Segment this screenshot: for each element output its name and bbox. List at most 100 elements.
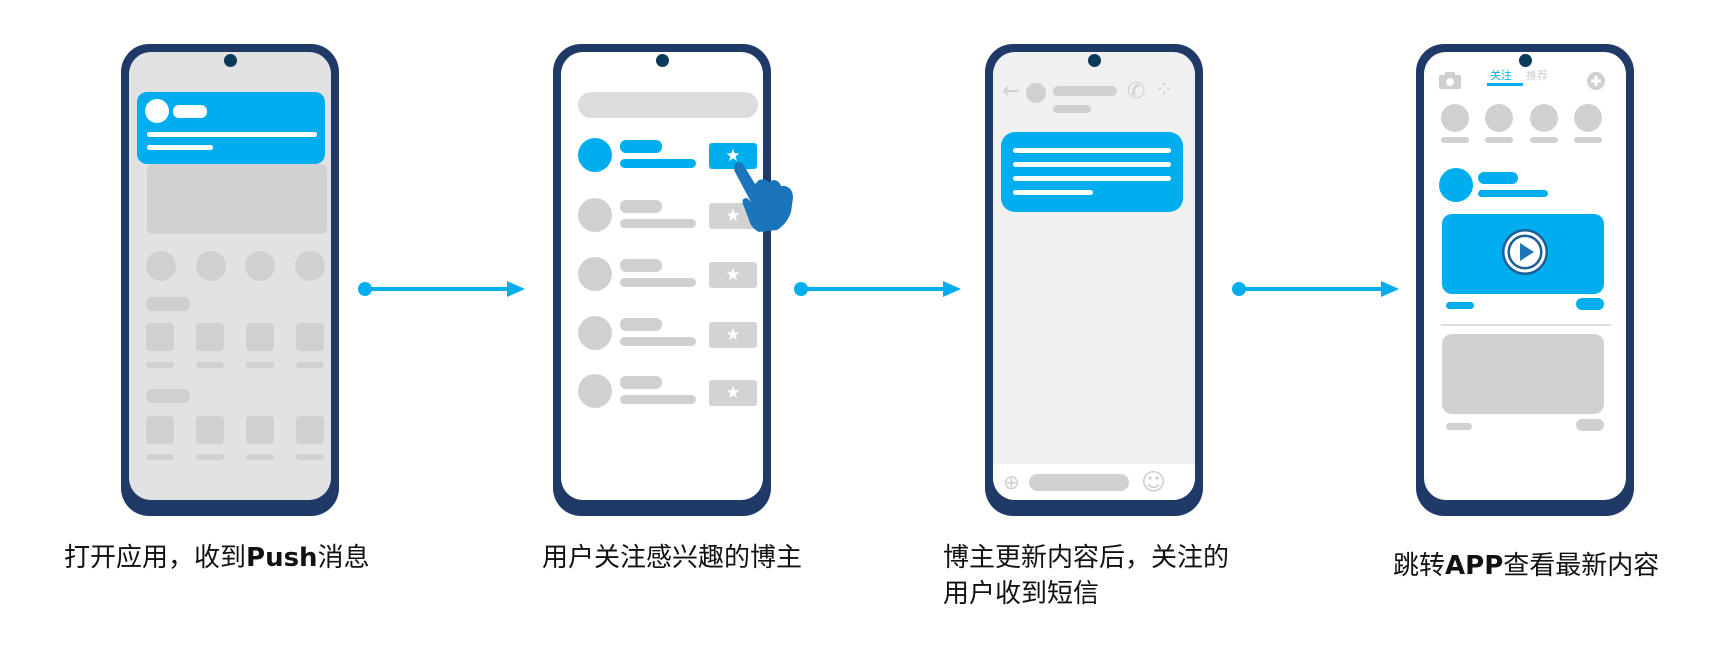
camera-notch (1087, 54, 1101, 67)
caption-text: 查看最新内容 (1503, 551, 1660, 581)
notification-text-line (147, 132, 317, 137)
blogger-desc-placeholder (620, 395, 696, 404)
sms-text-line (1013, 190, 1093, 195)
plus-circle-icon[interactable] (1587, 72, 1605, 90)
tab-active-underline (1487, 83, 1523, 86)
blogger-desc-placeholder (620, 337, 696, 346)
phone-step-2: ★ ★ ★ ★ ★ (553, 44, 771, 516)
next-post-placeholder (1442, 334, 1604, 414)
app-icon-placeholder (295, 251, 325, 281)
follow-button[interactable]: ★ (709, 143, 757, 169)
caption-text: 用户关注感兴趣的博主 (542, 543, 803, 573)
sms-text-line (1013, 176, 1171, 181)
blogger-name-placeholder (620, 376, 662, 389)
pointing-hand-icon (734, 162, 793, 232)
flow-arrow (1232, 281, 1399, 297)
blogger-name-placeholder (620, 140, 662, 153)
camera-icon[interactable] (1439, 72, 1461, 89)
notification-title-placeholder (173, 105, 207, 118)
grid-item-placeholder (246, 416, 274, 444)
followed-avatar[interactable] (1574, 104, 1602, 132)
blogger-name-placeholder (620, 318, 662, 331)
step-4-caption: 跳转APP查看最新内容 (1393, 548, 1659, 584)
step-2-caption: 用户关注感兴趣的博主 (542, 540, 802, 576)
grid-item-placeholder (296, 323, 324, 351)
sms-text-line (1013, 162, 1171, 167)
post-author-name-placeholder (1478, 172, 1518, 184)
followed-avatar[interactable] (1441, 104, 1469, 132)
avatar-label-placeholder (1574, 137, 1602, 143)
follow-button[interactable]: ★ (709, 262, 757, 288)
blogger-avatar (578, 257, 612, 291)
grid-label-placeholder (146, 454, 174, 460)
flow-arrow (358, 281, 525, 297)
avatar-label-placeholder (1530, 137, 1558, 143)
grid-item-placeholder (246, 323, 274, 351)
divider (1441, 324, 1611, 326)
app-icon-placeholder (146, 251, 176, 281)
phone-screen: 关注 推荐 (1424, 52, 1626, 500)
video-action-placeholder (1576, 298, 1604, 310)
grid-label-placeholder (246, 362, 274, 368)
caption-text: 消息 (317, 543, 370, 573)
phone-step-3: ← ✆ ⁘ ⊕ ☺ (985, 44, 1203, 516)
phone-screen: ★ ★ ★ ★ ★ (561, 52, 763, 500)
tab-recommended[interactable]: 推荐 (1526, 69, 1548, 82)
phone-screen: ← ✆ ⁘ ⊕ ☺ (993, 52, 1195, 500)
phone-step-4: 关注 推荐 (1416, 44, 1634, 516)
caption-text: 打开应用，收到 (64, 543, 247, 573)
phone-call-icon[interactable]: ✆ (1127, 79, 1146, 104)
grid-item-placeholder (296, 416, 324, 444)
push-notification (137, 92, 325, 164)
grid-label-placeholder (146, 362, 174, 368)
caption-bold-text: Push (246, 543, 318, 573)
section-label-placeholder (146, 389, 190, 403)
contact-name-placeholder (1053, 86, 1117, 96)
avatar-label-placeholder (1485, 137, 1513, 143)
phone-screen (129, 52, 331, 500)
sms-message-bubble (1001, 132, 1183, 212)
grid-label-placeholder (196, 454, 224, 460)
caption-line: 博主更新内容后，关注的 (943, 543, 1230, 573)
caption-bold-text: APP (1445, 551, 1504, 581)
sms-text-line (1013, 148, 1171, 153)
app-icon-placeholder (245, 251, 275, 281)
message-input-field[interactable] (1029, 474, 1129, 491)
post-author-desc-placeholder (1478, 190, 1548, 197)
add-icon[interactable]: ⊕ (1003, 470, 1020, 494)
blogger-avatar (578, 374, 612, 408)
tab-following[interactable]: 关注 (1490, 69, 1512, 82)
avatar-label-placeholder (1441, 137, 1469, 143)
followed-avatar[interactable] (1485, 104, 1513, 132)
app-icon-placeholder (196, 251, 226, 281)
back-icon[interactable]: ← (1002, 79, 1021, 104)
post-author-avatar[interactable] (1439, 168, 1473, 202)
grid-label-placeholder (196, 362, 224, 368)
camera-notch (223, 54, 237, 67)
camera-notch (1518, 54, 1532, 67)
menu-dots-icon[interactable]: ⁘ (1155, 78, 1174, 103)
grid-item-placeholder (196, 416, 224, 444)
next-post-action-placeholder (1576, 419, 1604, 431)
camera-notch (655, 54, 669, 67)
blogger-desc-placeholder (620, 159, 696, 168)
banner-placeholder (147, 164, 327, 234)
grid-item-placeholder (146, 416, 174, 444)
search-bar-placeholder (578, 92, 758, 118)
blogger-avatar (578, 316, 612, 350)
follow-button[interactable]: ★ (709, 322, 757, 348)
video-meta-placeholder (1446, 302, 1474, 309)
follow-button[interactable]: ★ (709, 380, 757, 406)
next-post-meta-placeholder (1446, 423, 1472, 430)
grid-item-placeholder (146, 323, 174, 351)
notification-text-line (147, 145, 213, 150)
play-icon[interactable] (1501, 228, 1549, 276)
grid-label-placeholder (296, 362, 324, 368)
grid-item-placeholder (196, 323, 224, 351)
grid-label-placeholder (246, 454, 274, 460)
emoji-icon[interactable]: ☺ (1141, 468, 1167, 496)
blogger-name-placeholder (620, 259, 662, 272)
followed-avatar[interactable] (1530, 104, 1558, 132)
grid-label-placeholder (296, 454, 324, 460)
contact-sub-placeholder (1053, 105, 1091, 113)
